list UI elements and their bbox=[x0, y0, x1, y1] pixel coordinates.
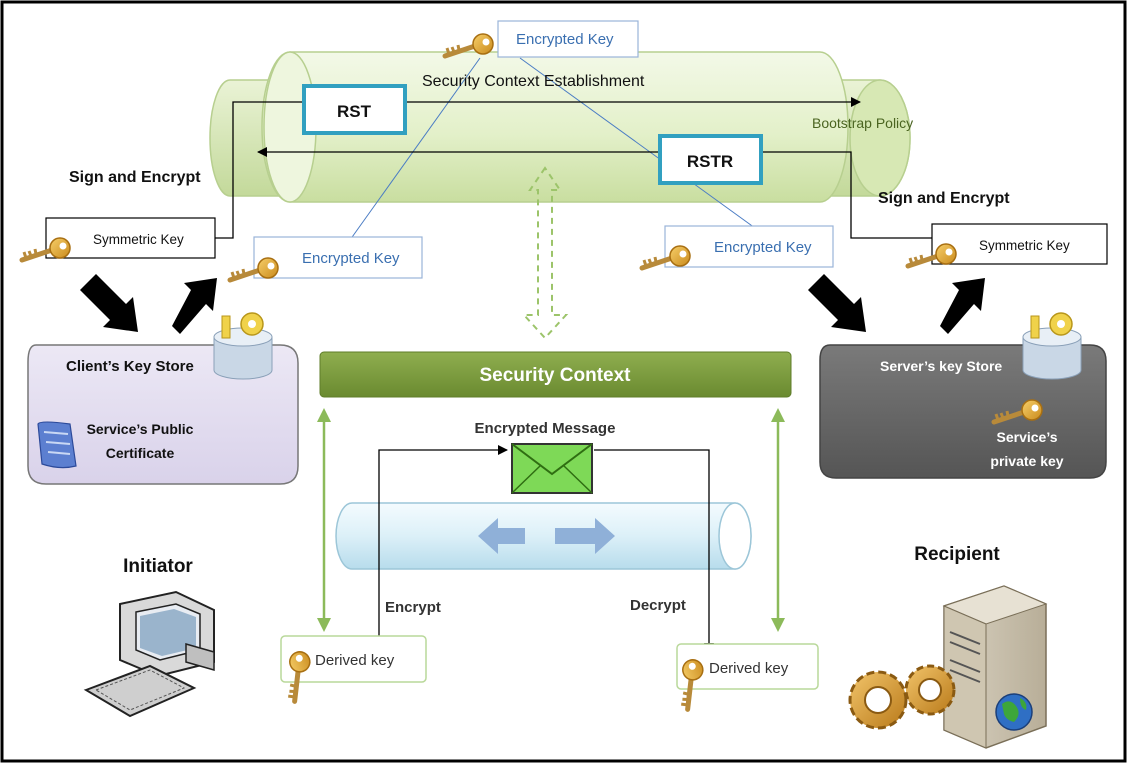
security-context-label: Security Context bbox=[480, 365, 632, 386]
server-sign-encrypt-label: Sign and Encrypt bbox=[878, 190, 1010, 207]
server-key-store: Server’s key Store Service’s private key bbox=[819, 312, 1107, 479]
client-derived-key: Derived key bbox=[275, 635, 427, 701]
rstr-flow: RSTR bbox=[257, 134, 932, 239]
key-store-cylinder-icon bbox=[1022, 312, 1082, 380]
client-key-store: Client’s Key Store Service’s Public Cert… bbox=[27, 312, 299, 485]
encrypt-label: Encrypt bbox=[385, 599, 441, 616]
client-key-store-title: Client’s Key Store bbox=[66, 358, 194, 375]
context-link-arrow bbox=[521, 166, 569, 340]
rst-label: RST bbox=[337, 102, 372, 121]
server-symmetric-key-label: Symmetric Key bbox=[979, 238, 1070, 253]
client-encrypted-key: Encrypted Key bbox=[230, 236, 423, 280]
server-store-arrows bbox=[808, 274, 985, 334]
client-cert-line1: Service’s Public bbox=[87, 421, 194, 437]
gears-icon bbox=[848, 664, 956, 730]
tunnel-title: Security Context Establishment bbox=[422, 73, 645, 90]
top-encrypted-key-label: Encrypted Key bbox=[516, 31, 614, 48]
encrypted-message-label: Encrypted Message bbox=[475, 420, 616, 437]
server-derived-key-label: Derived key bbox=[709, 660, 789, 677]
left-arrow-icon bbox=[478, 518, 525, 554]
key-store-cylinder-icon bbox=[213, 312, 273, 380]
rstr-label: RSTR bbox=[687, 152, 733, 171]
message-flow bbox=[378, 445, 714, 653]
right-arrow-icon bbox=[555, 518, 615, 554]
rstr-box bbox=[658, 134, 763, 185]
rst-box bbox=[302, 84, 407, 135]
data-pipe bbox=[335, 502, 752, 570]
server-encrypted-key: Encrypted Key bbox=[642, 225, 834, 268]
server-key-store-title: Server’s key Store bbox=[880, 358, 1002, 374]
security-context-bar: Security Context bbox=[319, 351, 792, 398]
server-symmetric-key: Symmetric Key bbox=[908, 223, 1108, 266]
initiator-label: Initiator bbox=[123, 556, 193, 577]
recipient-label: Recipient bbox=[914, 544, 1000, 565]
server-private-key-line2: private key bbox=[990, 453, 1063, 469]
decrypt-label: Decrypt bbox=[630, 597, 686, 614]
client-derived-key-label: Derived key bbox=[315, 652, 395, 669]
client-symmetric-key: Symmetric Key bbox=[22, 217, 216, 260]
encrypted-key-connectors bbox=[349, 57, 756, 241]
bootstrap-policy-label: Bootstrap Policy bbox=[812, 115, 913, 131]
client-symmetric-key-label: Symmetric Key bbox=[93, 232, 184, 247]
context-derived-key-arrows bbox=[317, 408, 785, 632]
server-derived-key: Derived key bbox=[668, 643, 819, 709]
top-encrypted-key: Encrypted Key bbox=[445, 20, 639, 57]
client-cert-line2: Certificate bbox=[106, 445, 175, 461]
client-encrypted-key-label: Encrypted Key bbox=[302, 250, 400, 267]
rst-flow: RST bbox=[215, 84, 861, 239]
certificate-icon bbox=[37, 421, 77, 469]
client-sign-encrypt-label: Sign and Encrypt bbox=[69, 169, 201, 186]
envelope-icon bbox=[511, 443, 593, 494]
computer-icon bbox=[83, 590, 215, 718]
globe-icon bbox=[995, 693, 1033, 731]
client-store-arrows bbox=[80, 274, 217, 334]
server-private-key-line1: Service’s bbox=[997, 429, 1058, 445]
server-icon bbox=[942, 585, 1048, 749]
server-encrypted-key-label: Encrypted Key bbox=[714, 239, 812, 256]
